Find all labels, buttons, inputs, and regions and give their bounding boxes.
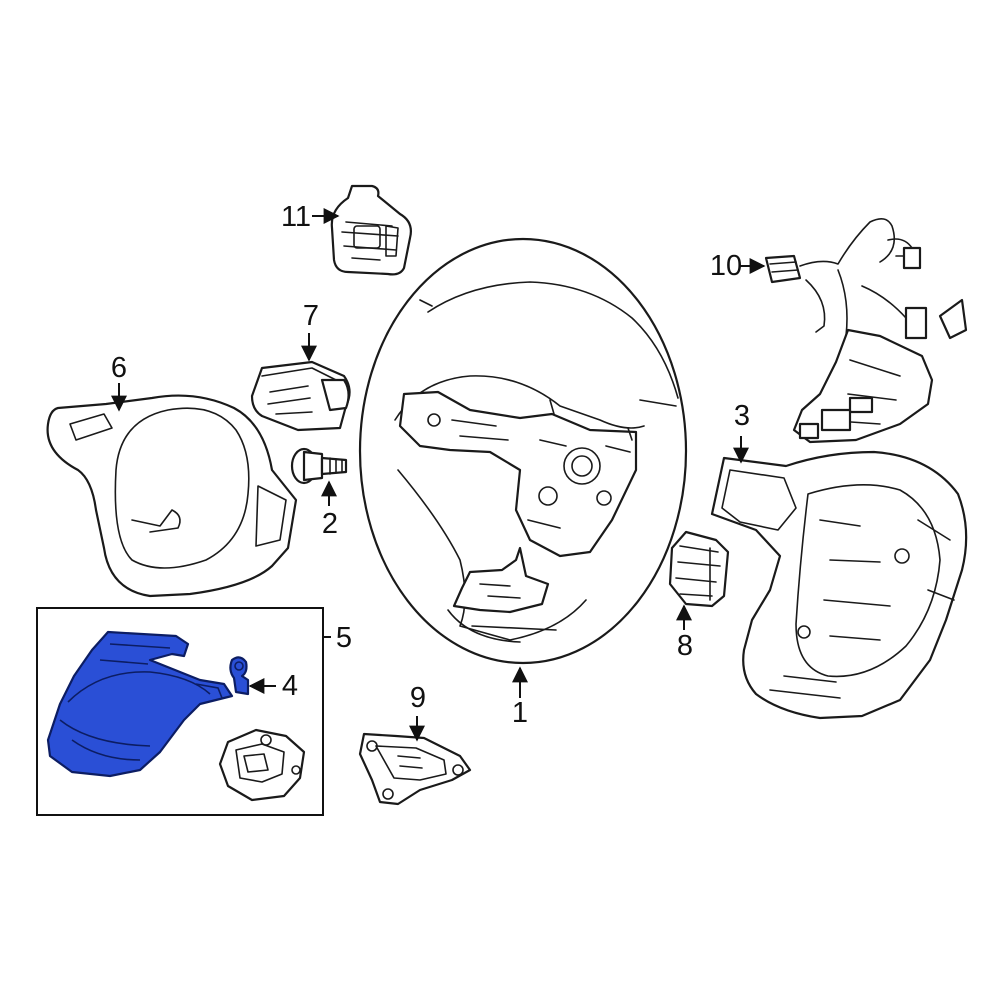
callout-8[interactable]: 8	[677, 630, 693, 662]
part-7-switch-module[interactable]	[250, 360, 351, 432]
part-1-steering-wheel[interactable]	[358, 237, 688, 665]
callout-2[interactable]: 2	[322, 508, 338, 540]
part-3-rear-cover[interactable]	[710, 450, 968, 720]
callout-6[interactable]: 6	[111, 352, 127, 384]
callout-7[interactable]: 7	[303, 300, 319, 332]
kit-group-box	[36, 607, 324, 816]
part-11-paddle-shifter[interactable]	[330, 184, 412, 276]
callout-3[interactable]: 3	[734, 400, 750, 432]
part-10-wiring-harness[interactable]	[764, 218, 968, 444]
callout-10[interactable]: 10	[710, 250, 742, 282]
part-5-lower-cover-highlighted[interactable]	[46, 630, 234, 778]
part-8-switch[interactable]	[668, 530, 730, 608]
callout-4[interactable]: 4	[282, 670, 298, 702]
part-2-bolt[interactable]	[290, 447, 348, 485]
part-9-switch-assembly[interactable]	[358, 732, 472, 806]
callout-9[interactable]: 9	[410, 682, 426, 714]
boxed-switch-module[interactable]	[218, 728, 306, 802]
callout-5[interactable]: 5	[336, 622, 352, 654]
callout-11[interactable]: 11	[281, 201, 311, 233]
callout-1[interactable]: 1	[512, 697, 528, 729]
part-6-wheel-cover[interactable]	[46, 394, 298, 598]
part-4-clip-highlighted[interactable]	[229, 656, 250, 696]
